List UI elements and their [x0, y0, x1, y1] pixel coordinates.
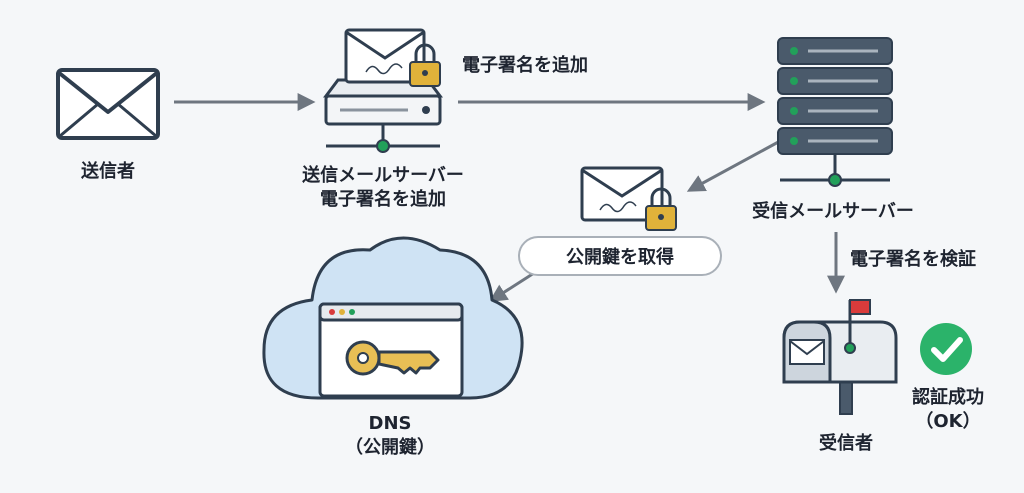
dns-label: DNS （公開鍵） [330, 412, 450, 460]
receiving-server-icon [777, 37, 893, 187]
edge-label-verify-signature: 電子署名を検証 [850, 249, 976, 270]
dns-window-icon [318, 302, 464, 398]
edge-label-add-signature: 電子署名を追加 [462, 55, 588, 76]
signed-envelope-icon [580, 166, 664, 222]
sending-server-label-line2: 電子署名を追加 [320, 189, 446, 210]
mailbox-icon [782, 299, 898, 415]
lock-icon [645, 187, 677, 231]
auth-result-label: 認証成功 （OK） [898, 386, 998, 434]
sending-server-icon [323, 78, 443, 153]
sending-server-label-line1: 送信メールサーバー [302, 165, 464, 186]
dns-label-line1: DNS [368, 413, 412, 434]
get-public-key-label: 公開鍵を取得 [566, 247, 674, 268]
sender-label: 送信者 [81, 161, 135, 182]
arrow-receiving-to-key-request [686, 138, 783, 192]
sender-envelope-icon [56, 68, 160, 140]
receiving-server-label: 受信メールサーバー [752, 201, 914, 222]
lock-icon [409, 43, 441, 87]
auth-result-label-line1: 認証成功 [912, 387, 984, 408]
dns-label-line2: （公開鍵） [345, 437, 435, 458]
auth-result-label-line2: （OK） [915, 411, 981, 432]
check-icon [920, 323, 972, 375]
recipient-label: 受信者 [819, 433, 873, 454]
key-icon [345, 340, 440, 376]
signed-envelope-icon [344, 28, 426, 84]
get-public-key-badge: 公開鍵を取得 [518, 236, 722, 276]
sending-server-label: 送信メールサーバー 電子署名を追加 [263, 164, 503, 212]
